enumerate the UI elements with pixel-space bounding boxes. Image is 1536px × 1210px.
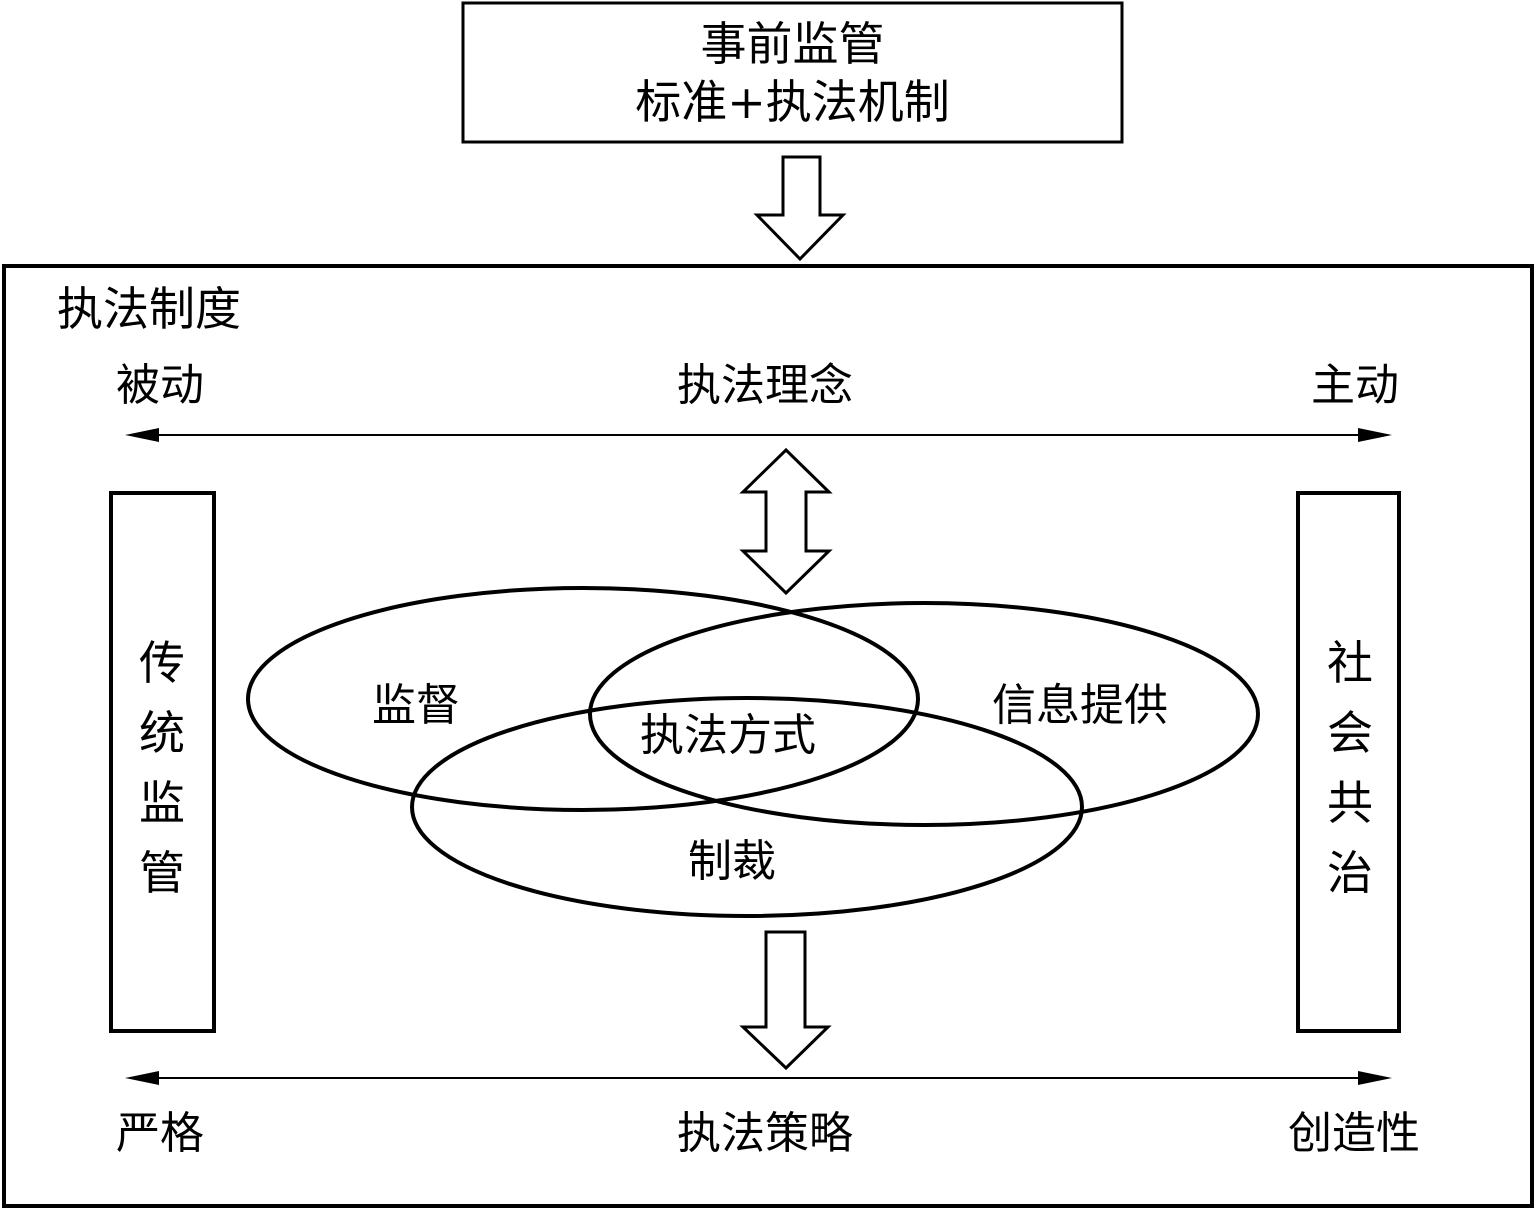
hollow-down-arrow-top [753,155,847,262]
main-frame [2,264,1534,1208]
bottom-axis-right-arrowhead [1358,1071,1392,1085]
top-axis-right-arrowhead [1358,428,1392,442]
ellipse-sanction [410,696,1084,918]
left-column-box [109,491,216,1033]
right-column-text: 社 会 共 治 [1320,628,1380,908]
bottom-axis-right-label: 创造性 [1288,1108,1420,1159]
hollow-double-arrow [739,447,833,596]
right-column-char: 治 [1327,846,1373,900]
right-column-char: 会 [1327,706,1373,760]
top-axis-center-label: 执法理念 [677,360,853,411]
bottom-axis-left-label: 严格 [116,1108,204,1159]
frame-title: 执法制度 [57,282,241,336]
right-column-box [1296,491,1401,1033]
top-axis-left-arrowhead [125,428,159,442]
top-box [461,1,1124,144]
top-axis-right-label: 主动 [1311,360,1399,411]
left-column-char: 传 [139,636,185,690]
ellipse-information [588,601,1260,827]
venn-label-center: 执法方式 [640,710,816,761]
bottom-axis-center-label: 执法策略 [677,1108,853,1159]
left-column-char: 监 [139,776,185,830]
ellipse-supervision [246,586,920,812]
top-box-text: 事前监管 标准+执法机制 [462,2,1123,143]
right-column-char: 共 [1327,776,1373,830]
venn-label-supervision: 监督 [372,680,460,731]
left-column-text: 传 统 监 管 [132,628,192,908]
bottom-axis-left-arrowhead [125,1071,159,1085]
left-column-char: 管 [139,846,185,900]
left-column-char: 统 [139,706,185,760]
top-box-line1: 事前监管 [700,16,885,71]
top-axis-left-label: 被动 [116,360,204,411]
venn-label-information: 信息提供 [992,680,1168,731]
hollow-down-arrow-bottom [739,930,832,1071]
right-column-char: 社 [1327,636,1373,690]
top-box-line2: 标准+执法机制 [635,74,950,129]
venn-label-sanction: 制裁 [688,836,776,887]
